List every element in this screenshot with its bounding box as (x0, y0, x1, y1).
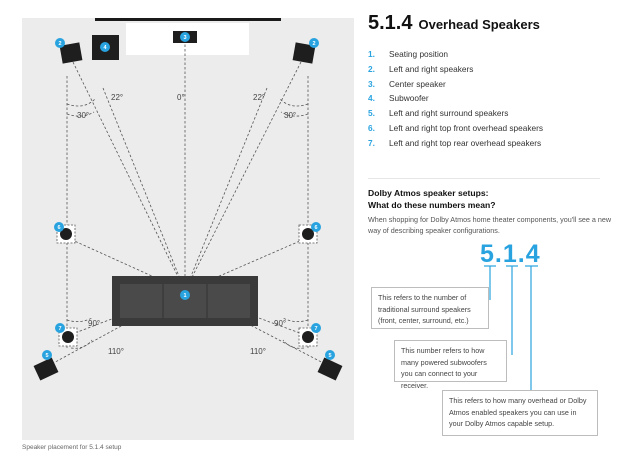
callout-surround-count: This refers to the number of traditional… (371, 287, 489, 329)
title-suffix: Overhead Speakers (418, 17, 540, 32)
legend-number: 3. (368, 78, 375, 89)
legend-label: Left and right top front overhead speake… (389, 122, 544, 133)
marker-top-rear-left: 7 (55, 323, 65, 333)
marker-front-right: 2 (309, 38, 319, 48)
surround-left-speaker (33, 357, 59, 381)
callout-overhead-count: This refers to how many overhead or Dolb… (442, 390, 598, 436)
marker-top-front-right: 6 (311, 222, 321, 232)
room-diagram: 22° 30° 0° 22° 30° 90° 90° 110° 110° (22, 18, 354, 440)
angle-label-left-110: 110° (108, 347, 124, 356)
svg-text:6: 6 (314, 225, 317, 231)
explainer-heading-line2: What do these numbers mean? (368, 199, 496, 210)
svg-text:1: 1 (183, 293, 186, 299)
diagram-caption: Speaker placement for 5.1.4 setup (22, 444, 122, 451)
svg-text:5: 5 (328, 353, 331, 359)
legend-item: 5. Left and right surround speakers (368, 106, 543, 121)
legend-item: 7. Left and right top rear overhead speak… (368, 136, 543, 151)
front-left-speaker (59, 42, 83, 64)
legend-label: Seating position (389, 49, 449, 59)
speaker-layout-svg: 22° 30° 0° 22° 30° 90° 90° 110° 110° (33, 18, 343, 381)
legend-number: 6. (368, 122, 375, 133)
explainer-intro: When shopping for Dolby Atmos home theat… (368, 215, 612, 235)
svg-text:2: 2 (58, 41, 61, 47)
marker-center: 3 (180, 32, 190, 42)
front-right-speaker (292, 42, 316, 64)
legend-label: Center speaker (389, 78, 446, 89)
page-title: 5.1.4 Overhead Speakers (368, 12, 540, 35)
angle-label-center-0: 0° (177, 93, 185, 102)
legend-item: 2. Left and right speakers (368, 62, 543, 77)
marker-surround-right: 5 (325, 350, 335, 360)
sofa (112, 276, 258, 326)
explainer-heading-line1: Dolby Atmos speaker setups: (368, 188, 489, 198)
legend-label: Left and right speakers (389, 63, 474, 74)
legend-label: Subwoofer (389, 93, 429, 104)
angle-label-right-90: 90° (274, 319, 286, 328)
legend-item: 4. Subwoofer (368, 91, 543, 106)
angle-label-left-90: 90° (88, 319, 100, 328)
svg-text:3: 3 (183, 35, 186, 41)
explainer-heading: Dolby Atmos speaker setups: What do thes… (368, 188, 496, 211)
callout-subwoofer-count: This number refers to how many powered s… (394, 340, 507, 390)
title-main: 5.1.4 (368, 12, 413, 34)
svg-text:4: 4 (103, 45, 107, 51)
legend-item: 3. Center speaker (368, 77, 543, 92)
legend-number: 2. (368, 63, 375, 74)
legend-number: 4. (368, 93, 375, 104)
legend-number: 5. (368, 108, 375, 119)
svg-text:7: 7 (58, 326, 61, 332)
surround-right-speaker (317, 357, 343, 381)
legend-item: 1. Seating position (368, 47, 543, 62)
marker-subwoofer: 4 (100, 42, 110, 52)
angle-label-right-22: 22° (253, 93, 265, 102)
angle-label-left-22: 22° (111, 93, 123, 102)
config-code: 5.1.4 (480, 240, 541, 268)
legend-number: 7. (368, 137, 375, 148)
top-rear-right-overhead (298, 327, 318, 347)
svg-text:2: 2 (312, 41, 315, 47)
section-divider (368, 178, 600, 179)
tv (95, 18, 281, 21)
angle-label-right-30: 30° (284, 111, 296, 120)
angle-label-left-30: 30° (77, 111, 89, 120)
top-rear-left-overhead (58, 327, 78, 347)
legend-label: Left and right surround speakers (389, 108, 509, 119)
marker-top-front-left: 6 (54, 222, 64, 232)
marker-seat: 1 (180, 290, 190, 300)
svg-text:7: 7 (314, 326, 317, 332)
marker-surround-left: 5 (42, 350, 52, 360)
marker-front-left: 2 (55, 38, 65, 48)
angle-label-right-110: 110° (250, 347, 266, 356)
marker-top-rear-right: 7 (311, 323, 321, 333)
svg-text:5: 5 (45, 353, 48, 359)
legend-number: 1. (368, 49, 375, 59)
legend-label: Left and right top rear overhead speaker… (389, 137, 542, 148)
legend-item: 6. Left and right top front overhead spea… (368, 121, 543, 136)
svg-text:6: 6 (57, 225, 60, 231)
speaker-legend: 1. Seating position 2. Left and right spea… (368, 47, 543, 151)
